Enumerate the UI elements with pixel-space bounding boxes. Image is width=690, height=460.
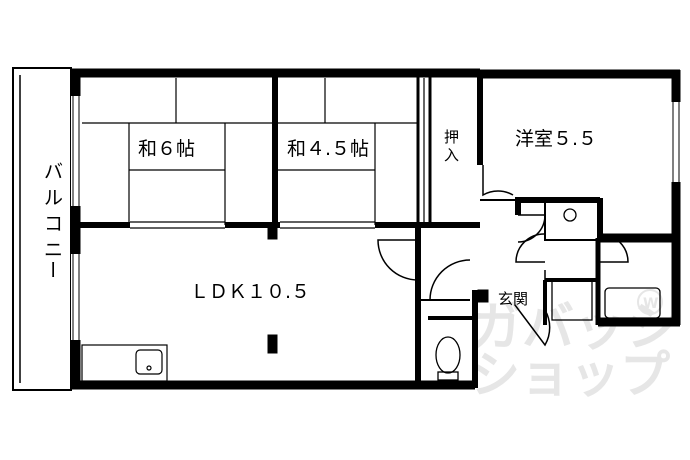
toilet-bowl-icon: [435, 336, 461, 374]
fixtures: [435, 208, 661, 381]
room-label-washitsu-45: 和４.５帖: [287, 138, 369, 160]
watermark-line2: ショップ: [470, 346, 670, 404]
room-label-washitsu-6: 和６帖: [138, 138, 195, 160]
room-label-genkan: 玄関: [498, 290, 528, 308]
watermark-circle: [637, 289, 663, 315]
room-label-yoshitsu: 洋室５.５: [515, 128, 597, 150]
balcony-char-5: ー: [41, 260, 63, 279]
room-label-oshiire: 押 入: [444, 128, 459, 164]
oshiire-char-1: 押: [444, 128, 459, 146]
doors: [377, 165, 629, 347]
balcony-char-3: コ: [44, 213, 63, 235]
balcony-label: バ ル コ ニ ー: [41, 161, 63, 279]
interior-walls: [80, 73, 603, 388]
balcony-char-1: バ: [44, 161, 63, 183]
windows: [71, 96, 682, 340]
bathtub-icon: [604, 287, 661, 319]
washing-machine-icon: [551, 279, 593, 321]
oshiire-char-2: 入: [444, 146, 459, 164]
watermark: ガバッシ ショップ W: [470, 289, 678, 404]
room-label-ldk: ＬＤＫ１０.５: [190, 281, 310, 303]
balcony-char-4: ニ: [44, 239, 63, 261]
watermark-mark: W: [643, 296, 658, 312]
balcony: [12, 67, 72, 391]
balcony-char-2: ル: [44, 187, 63, 209]
toilet-tank-icon: [437, 371, 459, 381]
washbasin-icon: [563, 208, 577, 222]
tatami-lines: [81, 78, 425, 382]
watermark-line1: ガバッシ: [470, 298, 678, 358]
